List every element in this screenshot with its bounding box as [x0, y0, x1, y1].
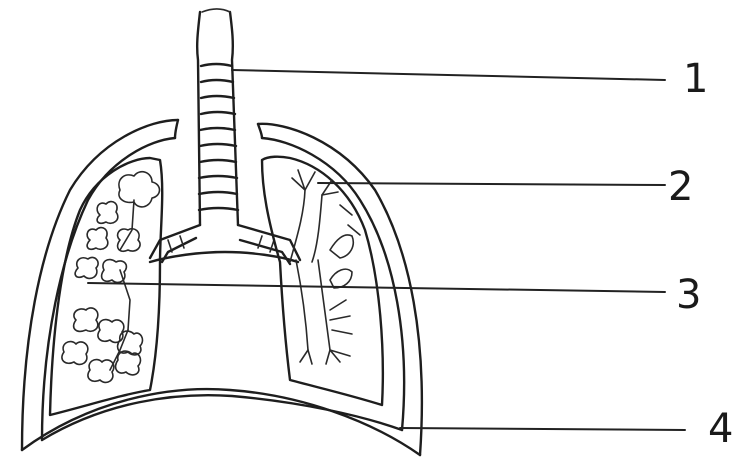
label-3: 3: [676, 272, 701, 318]
leader-line-1: [232, 70, 665, 80]
mediastinum-outline: [150, 252, 298, 262]
labels: 1 2 3 4: [668, 56, 733, 452]
leader-line-4: [400, 428, 685, 430]
label-4: 4: [708, 406, 733, 452]
label-1: 1: [683, 56, 708, 102]
left-lung-alveoli: [62, 172, 160, 383]
label-2: 2: [668, 164, 693, 210]
right-lung: [262, 157, 383, 405]
bronchi: [150, 225, 300, 264]
trachea: [197, 9, 238, 225]
